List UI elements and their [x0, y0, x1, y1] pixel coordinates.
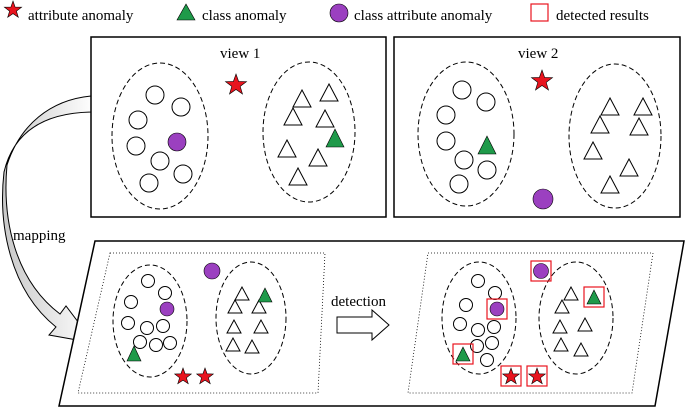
fused-left-normal-circles: [121, 274, 177, 352]
legend-class-attribute-anomaly-label: class attribute anomaly: [354, 8, 493, 24]
fused-left-class-anomaly-triangle-2: [257, 287, 273, 303]
detected-class-attribute-anomaly-in-cluster: [486, 298, 508, 320]
fused-left-triangle-cluster: [215, 261, 287, 375]
view-1-normal-triangles: [277, 82, 339, 186]
fused-right-triangle-cluster: [538, 261, 614, 375]
legend-triangle-icon: [176, 3, 196, 21]
view-1-circle-cluster: [111, 62, 209, 210]
fused-space-panel: detection: [58, 240, 685, 407]
fused-left-class-attribute-anomaly: [159, 301, 175, 317]
view-1-normal-circles: [126, 85, 193, 193]
view-2-class-anomaly-triangle: [477, 135, 497, 155]
legend-star-icon: [3, 0, 23, 19]
fused-right-normal-triangles: [552, 285, 593, 357]
detected-class-anomaly-right: [583, 286, 605, 308]
detection-arrow: [336, 308, 390, 342]
view-2-class-attribute-anomaly: [532, 188, 554, 210]
fused-left-outlier-circle: [203, 262, 221, 280]
legend: attribute anomaly class anomaly class at…: [3, 0, 649, 24]
detected-class-attribute-anomaly-outlier: [530, 260, 552, 282]
view-1-class-attribute-anomaly: [167, 132, 187, 152]
view-2-title: view 2: [518, 46, 558, 62]
view-1-class-anomaly-triangle: [325, 128, 345, 148]
fused-left-star-2: [195, 367, 215, 385]
fused-right-circle-cluster: [441, 261, 517, 375]
detected-attribute-anomaly-star-1: [500, 365, 522, 387]
detected-attribute-anomaly-star-2: [526, 365, 548, 387]
detected-class-anomaly-left: [452, 343, 474, 365]
legend-attribute-anomaly-label: attribute anomaly: [28, 8, 134, 24]
right-inner-frame: [407, 252, 654, 394]
mapping-arrow: [2, 95, 96, 344]
fused-left-star-1: [173, 367, 193, 385]
view-2-triangle-cluster: [568, 63, 662, 209]
fused-left-class-anomaly-triangle: [126, 345, 142, 362]
view-1-triangle-cluster: [262, 61, 356, 203]
legend-class-anomaly-label: class anomaly: [202, 8, 287, 24]
legend-circle-icon: [329, 3, 349, 23]
view-1-attribute-anomaly-star: [224, 73, 248, 95]
fused-right-normal-circles: [453, 274, 502, 367]
view-2-normal-circles: [436, 80, 497, 194]
fused-left-normal-triangles: [225, 285, 269, 354]
fused-left-circle-cluster: [112, 264, 188, 378]
view-2-attribute-anomaly-star: [530, 69, 554, 91]
view-1-title: view 1: [220, 46, 260, 62]
mapping-label: mapping: [13, 228, 66, 244]
view-2-normal-triangles: [583, 96, 653, 194]
detection-label: detection: [331, 294, 386, 310]
view-2-panel: view 2: [393, 36, 681, 218]
legend-detected-results-label: detected results: [556, 8, 649, 24]
view-2-circle-cluster: [417, 61, 515, 207]
legend-box-icon: [530, 3, 549, 22]
view-1-panel: view 1: [90, 36, 387, 218]
